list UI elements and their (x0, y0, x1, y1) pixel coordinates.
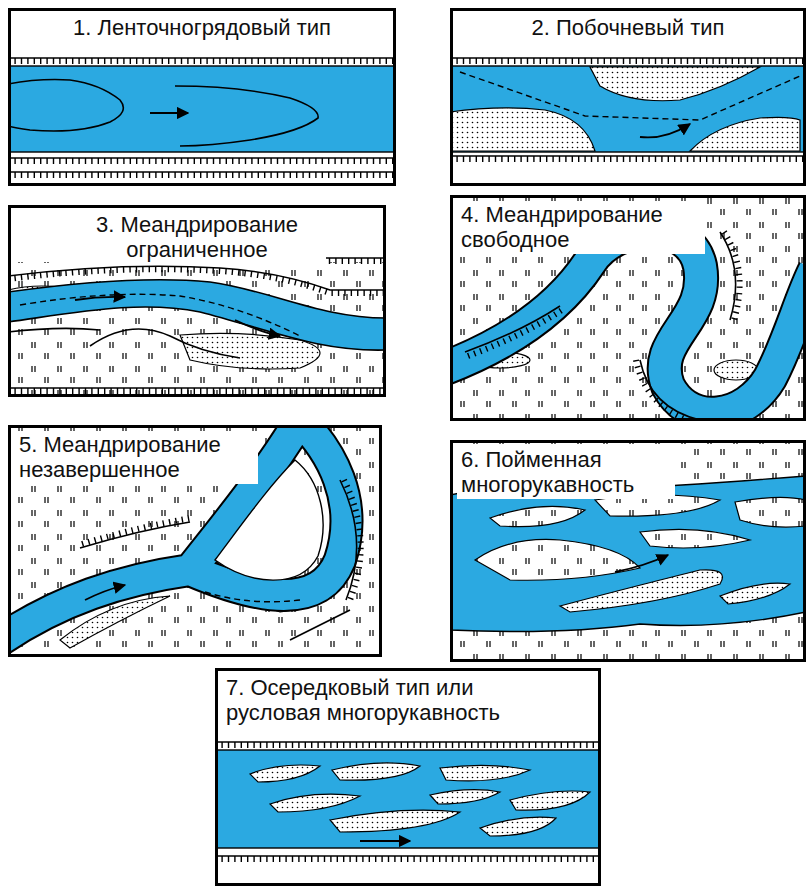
panel-box: 7. Осередковый тип или русловая многорук… (215, 668, 601, 886)
panel-box: 6. Пойменная многорукавность (450, 440, 806, 662)
panel-title: 3. Меандрирование ограниченное (68, 211, 326, 264)
panel-title: 6. Пойменная многорукавность (457, 446, 675, 499)
panel-box: 1. Ленточногрядовый тип (8, 8, 396, 186)
panel-title: 1. Ленточногрядовый тип (69, 14, 335, 41)
panel-title: 5. Меандрирование незавершенное (15, 431, 258, 484)
panel-box: 4. Меандрирование свободное (450, 195, 806, 421)
panel-title: 7. Осередковый тип или русловая многорук… (222, 674, 530, 727)
panel-box: 2. Побочневый тип (450, 8, 806, 186)
panel-box: 3. Меандрирование ограниченное (8, 205, 386, 397)
panel-title: 4. Меандрирование свободное (457, 201, 705, 254)
panel-box: 5. Меандрирование незавершенное (8, 425, 382, 657)
panel-title: 2. Побочневый тип (528, 14, 729, 41)
